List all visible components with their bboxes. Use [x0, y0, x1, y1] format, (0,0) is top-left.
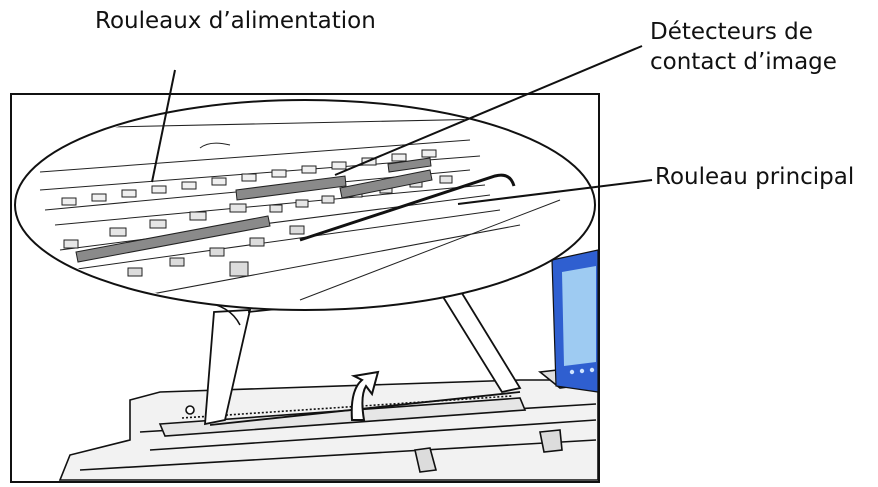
main-roller	[299, 173, 516, 242]
contact-image-sensors-label-line2: contact d’image	[650, 49, 837, 75]
magnified-detail	[14, 99, 596, 311]
contact-image-sensor-bars	[75, 157, 433, 263]
control-panel	[551, 249, 599, 393]
contact-image-sensors-label-line1: Détecteurs de	[650, 19, 813, 45]
callout-leaders	[151, 45, 653, 205]
feed-rollers-label: Rouleaux d’alimentation	[95, 8, 376, 34]
contact-image-sensors-label: Détecteurs de contact d’image	[650, 17, 837, 77]
main-roller-label: Rouleau principal	[655, 164, 855, 190]
open-arrow-icon	[350, 370, 380, 421]
